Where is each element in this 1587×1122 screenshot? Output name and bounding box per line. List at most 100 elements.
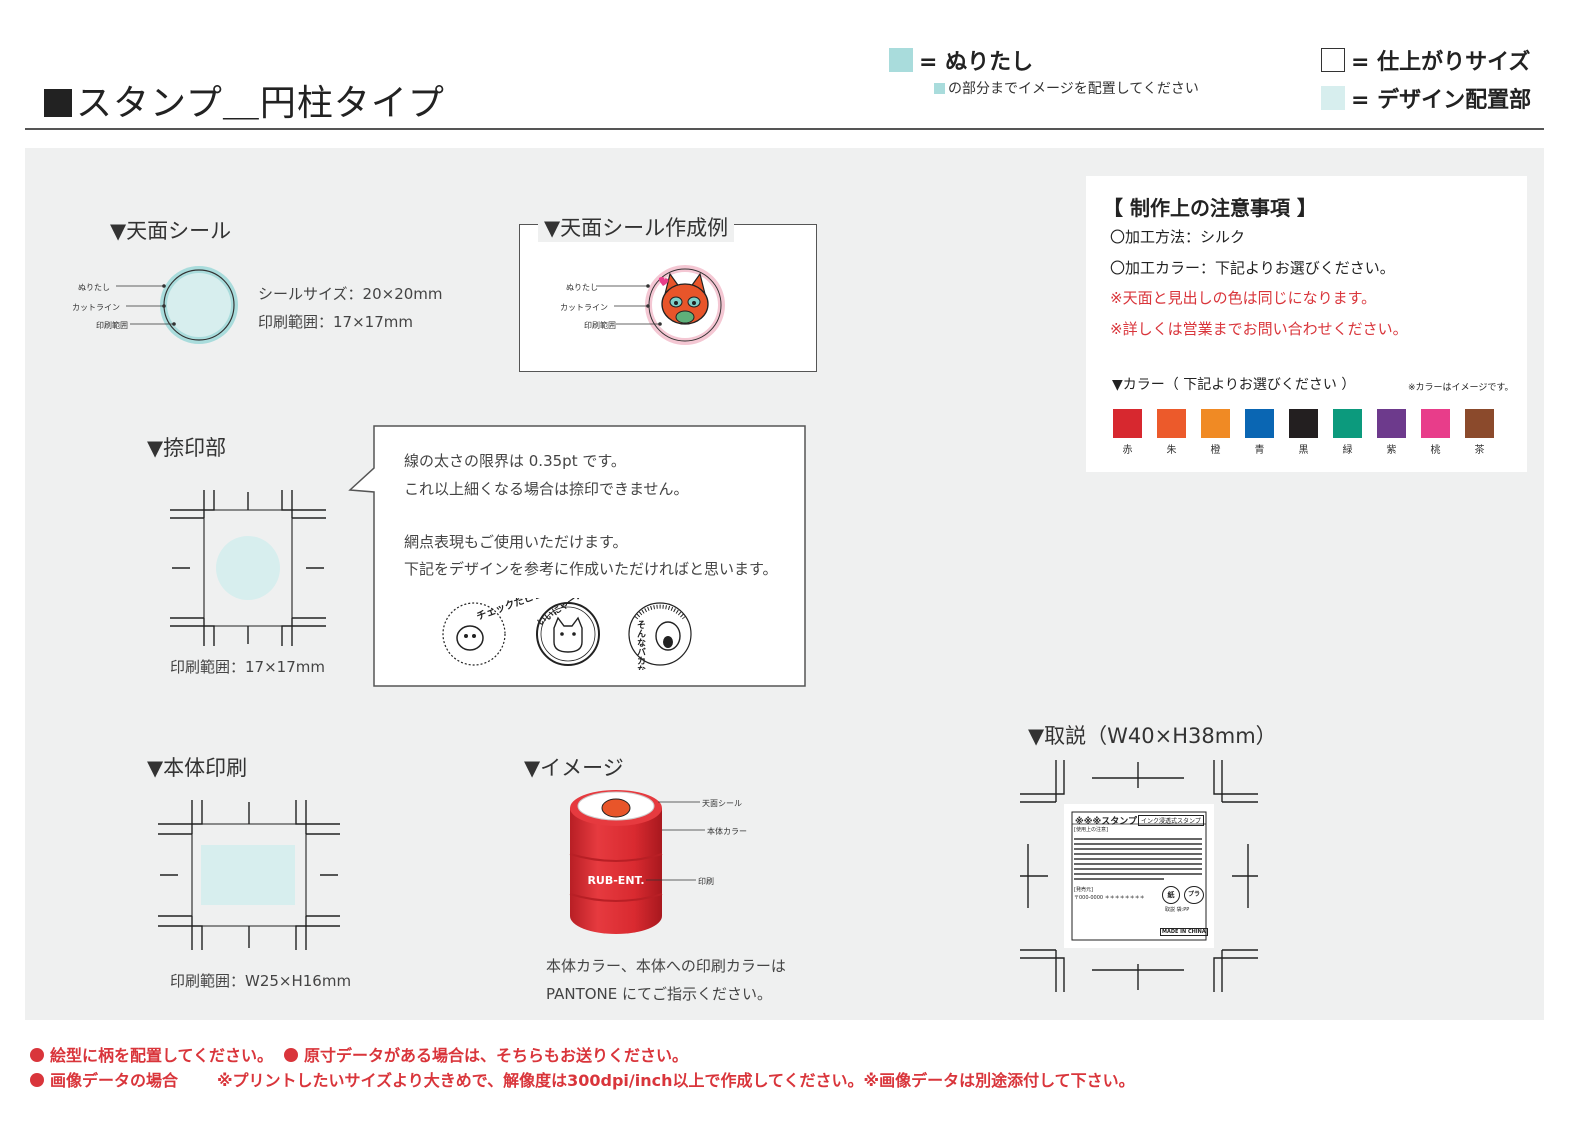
crop-marks	[170, 490, 326, 646]
tenmen-heading: ▼天面シール	[110, 219, 232, 243]
card-badge: インク浸透式スタンプ	[1138, 815, 1204, 826]
legend-shiagari: = 仕上がりサイズ	[1321, 44, 1530, 76]
header-divider	[25, 128, 1544, 130]
color-name: 赤	[1122, 445, 1133, 456]
tenmen-seal-diagram	[116, 266, 238, 344]
card-usage-heading: [使用上の注意]	[1074, 827, 1108, 833]
print-area-circle	[167, 273, 231, 337]
color-option: 黒	[1288, 409, 1319, 456]
color-option: 茶	[1464, 409, 1495, 456]
color-name: 青	[1254, 445, 1265, 456]
color-chip	[1333, 409, 1362, 438]
hontai-heading: ▼本体印刷	[147, 756, 248, 780]
tenmen-example-diagram	[596, 265, 725, 345]
color-note: ※カラーはイメージです。	[1408, 383, 1514, 393]
color-chip	[1245, 409, 1274, 438]
hontai-print-range: 印刷範囲：W25×H16mm	[170, 972, 352, 990]
notes-title: 【 制作上の注意事項 】	[1103, 196, 1317, 220]
hontai-crop-marks	[158, 800, 340, 950]
color-option: 朱	[1156, 409, 1187, 456]
red-bullet-icon	[284, 1048, 298, 1062]
color-chip	[1465, 409, 1494, 438]
card-made-in: MADE IN CHINA	[1160, 928, 1208, 936]
natsuin-heading: ▼捺印部	[147, 436, 227, 460]
tenmen-print-range: 印刷範囲：17×17mm	[258, 313, 413, 331]
card-seller-heading: [発売元]	[1074, 887, 1093, 893]
sample-text-bear: そんなバカな	[635, 620, 646, 670]
recycle-paper-icon: 紙	[1162, 886, 1180, 904]
image-label-seal: 天面シール	[702, 799, 742, 808]
image-note-1: 本体カラー、本体への印刷カラーは	[546, 957, 786, 975]
torisetsu-heading: ▼取説（W40×H38mm）	[1028, 724, 1277, 748]
color-option: 桃	[1420, 409, 1451, 456]
image-label-body-color: 本体カラー	[707, 827, 747, 836]
natsuin-print-range: 印刷範囲：17×17mm	[170, 658, 325, 676]
color-option: 緑	[1332, 409, 1363, 456]
color-name: 桃	[1430, 445, 1441, 456]
torisetsu-card-bg	[1064, 804, 1214, 948]
note-red-1: ※天面と見出しの色は同じになります。	[1110, 289, 1377, 307]
card-zip: 〒000-0000 ＊＊＊＊＊＊＊＊	[1074, 895, 1145, 901]
hontai-crop-diagram	[158, 800, 340, 950]
legend-design: = デザイン配置部	[1321, 82, 1531, 114]
cylinder-body	[570, 808, 662, 934]
color-option: 青	[1244, 409, 1275, 456]
color-chip	[1113, 409, 1142, 438]
footer-line-2b: ※プリントしたいサイズより大きめで、解像度は300dpi/inch以上で作成して…	[217, 1071, 1135, 1090]
legend-nuritashi: = ぬりたし	[889, 44, 1033, 76]
square-bullet-icon	[44, 89, 72, 117]
stamp-sample-cat: いいにゃー!	[535, 598, 600, 666]
tenmen-size: シールサイズ：20×20mm	[258, 285, 443, 303]
shiagari-swatch	[1321, 48, 1345, 72]
color-name: 紫	[1386, 445, 1397, 456]
color-name: 橙	[1210, 445, 1221, 456]
note-red-2: ※詳しくは営業までお問い合わせください。	[1110, 320, 1408, 338]
card-title: ※※※スタンプ	[1075, 817, 1137, 827]
bubble-line-3: 網点表現もご使用いただけます。	[404, 533, 628, 551]
color-name: 朱	[1166, 445, 1177, 456]
stamp-samples: チェックだビョン! いいにゃー! そんなバカな	[442, 598, 692, 670]
color-option: 橙	[1200, 409, 1231, 456]
cylinder-stamp-illustration: RUB-ENT.	[569, 790, 705, 934]
natsuin-crop-diagram	[170, 490, 326, 646]
natsuin-print-circle	[216, 536, 280, 600]
image-label-print: 印刷	[698, 877, 714, 886]
cylinder-print-text: RUB-ENT.	[587, 874, 644, 887]
color-name: 黒	[1298, 445, 1309, 456]
example-label-print: 印刷範囲	[584, 321, 616, 330]
bubble-line-2: これ以上細くなる場合は捺印できません。	[404, 480, 689, 498]
color-heading: ▼カラー（ 下記よりお選びください ）	[1112, 377, 1356, 393]
example-label-nuritashi: ぬりたし	[566, 283, 598, 292]
page-title: スタンプ＿円柱タイプ	[44, 74, 445, 126]
nuritashi-mini-swatch	[934, 83, 945, 94]
color-chip	[1421, 409, 1450, 438]
design-swatch	[1321, 86, 1345, 110]
hontai-print-area	[201, 845, 295, 905]
color-chip	[1289, 409, 1318, 438]
color-chip	[1377, 409, 1406, 438]
color-name: 緑	[1342, 445, 1353, 456]
color-swatch-list: 赤朱橙青黒緑紫桃茶	[1112, 409, 1495, 456]
nuritashi-swatch	[889, 48, 913, 72]
footer-line-1b: 原寸データがある場合は、そちらもお送りください。	[284, 1042, 688, 1066]
red-bullet-icon	[30, 1073, 44, 1087]
color-name: 茶	[1474, 445, 1485, 456]
color-option: 赤	[1112, 409, 1143, 456]
legend-nuritashi-note: の部分までイメージを配置してください	[934, 78, 1199, 98]
cat-face-illustration	[658, 272, 709, 325]
color-chip	[1201, 409, 1230, 438]
bubble-line-4: 下記をデザインを参考に作成いただければと思います。	[404, 560, 778, 578]
image-heading: ▼イメージ	[524, 756, 624, 780]
color-option: 紫	[1376, 409, 1407, 456]
color-chip	[1157, 409, 1186, 438]
image-note-2: PANTONE にてご指示ください。	[546, 985, 773, 1003]
bubble-line-1: 線の太さの限界は 0.35pt です。	[404, 452, 626, 470]
tenmen-label-print: 印刷範囲	[96, 321, 128, 330]
footer-line-1a: 絵型に柄を配置してください。	[30, 1042, 273, 1066]
tenmen-example-heading: ▼天面シール作成例	[538, 212, 735, 242]
footer-line-2a: 画像データの場合	[30, 1067, 178, 1091]
torisetsu-crop-diagram	[1020, 760, 1258, 992]
tenmen-label-cutline: カットライン	[72, 303, 120, 312]
example-label-cutline: カットライン	[560, 303, 608, 312]
recycle-plastic-icon: プラ	[1184, 886, 1204, 904]
